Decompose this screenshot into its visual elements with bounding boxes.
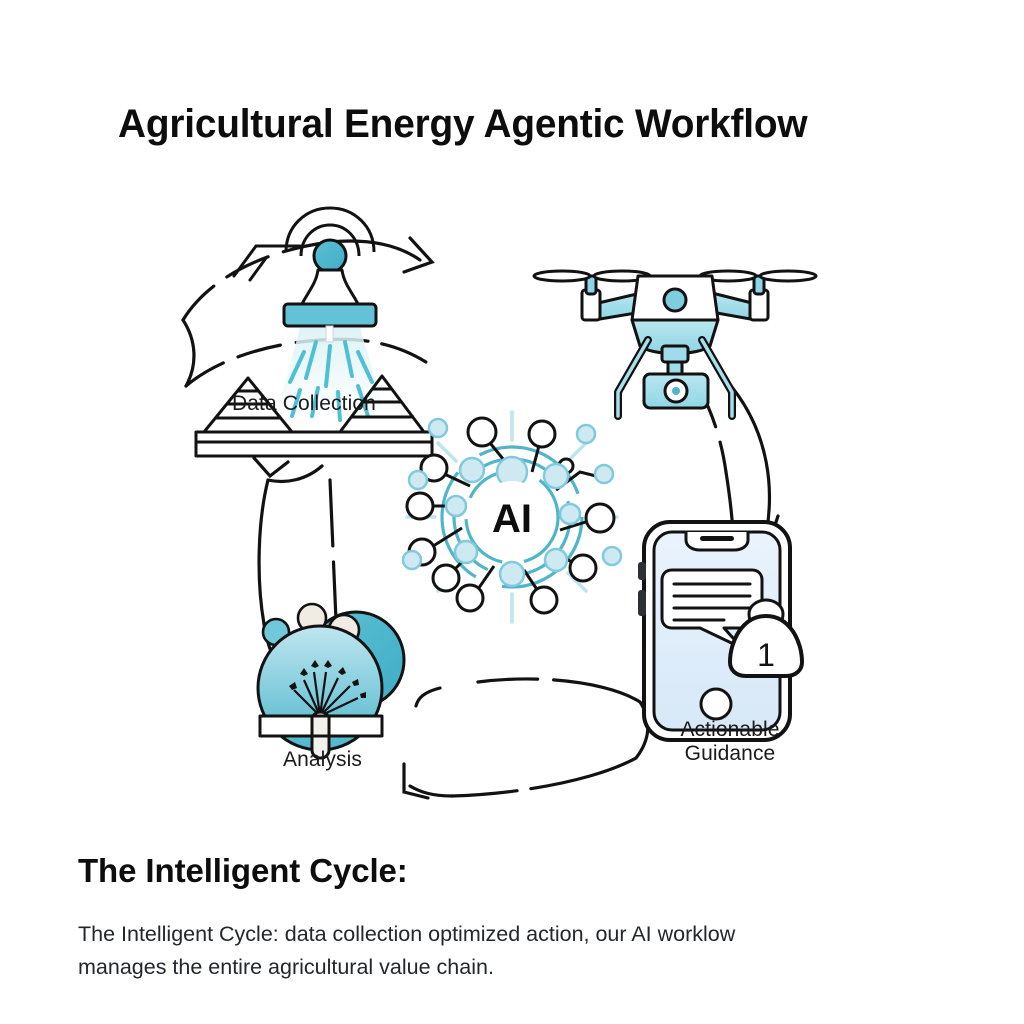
- ai-hub-icon: AI: [401, 410, 623, 624]
- label-analysis: Analysis: [283, 748, 362, 771]
- arrow-guidance-to-analysis: [402, 677, 650, 800]
- bell-icon: 1: [728, 598, 804, 678]
- drone-icon: [532, 269, 818, 420]
- page-title: Agricultural Energy Agentic Workflow: [118, 102, 808, 146]
- ai-hub-label: AI: [492, 497, 532, 541]
- footer-body: The Intelligent Cycle: data collection o…: [78, 922, 736, 980]
- label-data-collection: Data Collection: [232, 392, 376, 415]
- sprinkler-sensor-icon: [194, 206, 434, 458]
- bell-badge-count: 1: [757, 637, 775, 673]
- smartphone-notification-icon: 1: [638, 520, 804, 742]
- workflow-diagram: AI: [0, 180, 1024, 820]
- label-actionable-guidance: Actionable Guidance: [645, 718, 815, 766]
- footer-heading: The Intelligent Cycle:: [78, 852, 408, 889]
- analysis-bubbles-icon: [256, 602, 406, 760]
- label-actionable-line-2: Guidance: [684, 742, 776, 765]
- label-actionable-line-1: Actionable: [680, 718, 780, 741]
